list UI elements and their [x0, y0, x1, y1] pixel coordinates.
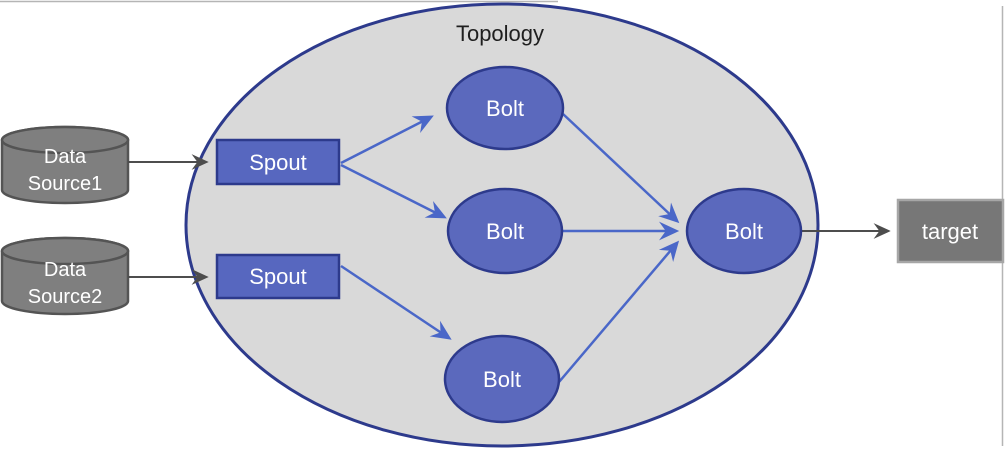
bolt-right-node: Bolt [685, 187, 803, 275]
bolt-bottom-ellipse [443, 334, 561, 424]
data-source-2-label-line2: Source2 [28, 286, 103, 308]
data-source-1-label-line1: Data [44, 146, 87, 168]
edge-spout1-boltmiddle [340, 163, 447, 219]
spout-2-label: Spout [249, 264, 307, 289]
edge-bolttop-boltright [562, 113, 680, 224]
spout-2-node: Spout [215, 253, 341, 300]
spout-2-box [215, 253, 341, 300]
edge-spout2-boltbottom [340, 264, 452, 340]
bolt-middle-ellipse [446, 187, 564, 275]
target-label: target [922, 219, 978, 244]
spout-1-node: Spout [215, 138, 341, 186]
bolt-bottom-node: Bolt [443, 334, 561, 424]
bolt-middle-label: Bolt [486, 219, 524, 244]
topology-title: Topology [456, 21, 544, 46]
bolt-top-node: Bolt [445, 65, 565, 151]
bolt-top-ellipse [445, 65, 565, 151]
spout-1-box [215, 138, 341, 186]
bolt-right-ellipse [685, 187, 803, 275]
bolt-bottom-label: Bolt [483, 367, 521, 392]
data-source-2-label-line1: Data [44, 259, 87, 281]
bolt-middle-node: Bolt [446, 187, 564, 275]
target-box [896, 198, 1005, 264]
bolt-right-label: Bolt [725, 219, 763, 244]
cylinder-top [0, 125, 130, 155]
data-source-1-label-line2: Source1 [28, 173, 103, 195]
data-source-2-cylinder: Data Source2 [0, 236, 130, 316]
target-node: target [896, 198, 1005, 264]
edge-boltbottom-boltright [558, 240, 680, 383]
data-source-1-cylinder: Data Source1 [0, 125, 130, 205]
spout-1-label: Spout [249, 150, 307, 175]
edge-spout1-bolttop [340, 115, 434, 165]
bolt-top-label: Bolt [486, 96, 524, 121]
cylinder-top [0, 236, 130, 266]
